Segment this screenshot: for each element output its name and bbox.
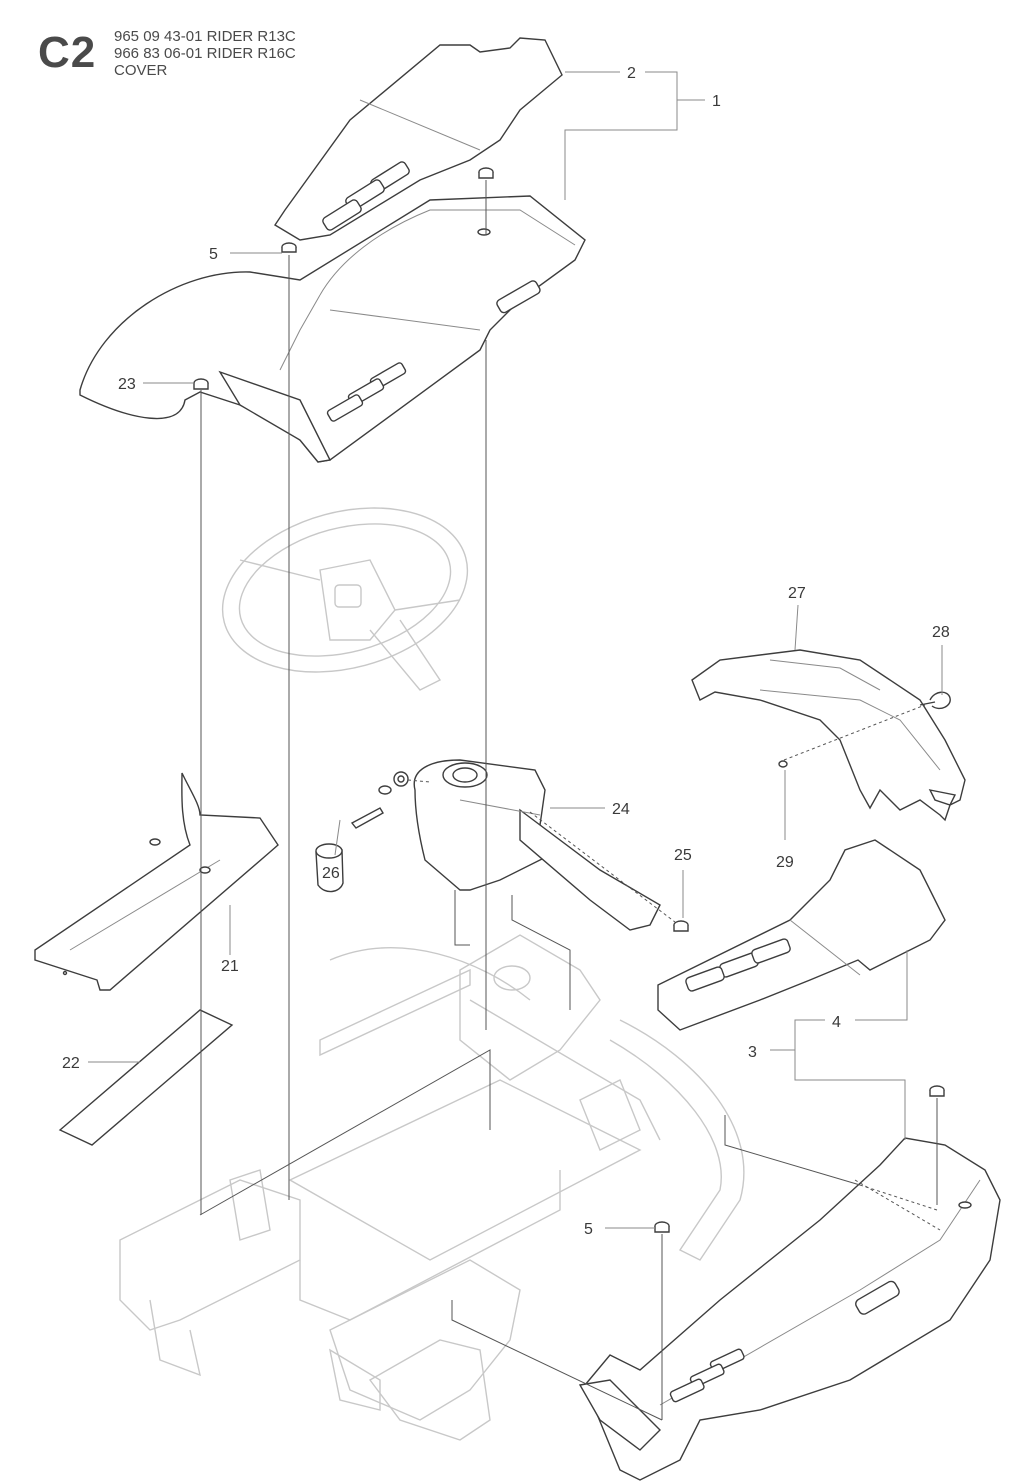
callout-27: 27 [788, 585, 806, 602]
small-bolt-near-26 [350, 785, 392, 829]
callout-4: 4 [832, 1014, 841, 1031]
callout-2: 2 [627, 65, 636, 82]
callout-24: 24 [612, 801, 630, 818]
callout-1: 1 [712, 93, 721, 110]
part-27-rear-cover [691, 649, 966, 822]
callout-22: 22 [62, 1055, 80, 1072]
part-4-mat [657, 839, 946, 1031]
callout-21: 21 [221, 958, 239, 975]
callout-28: 28 [932, 624, 950, 641]
callout-5-top: 5 [209, 246, 218, 263]
screw-5-bottom [654, 1221, 670, 1233]
alignment-lines [199, 180, 941, 1421]
part-1-fender-cover [79, 195, 586, 463]
ghost-steering-wheel [221, 507, 469, 691]
callout-23: 23 [118, 376, 136, 393]
part-2-mat [274, 37, 563, 241]
part-21-side-plate [34, 772, 279, 991]
section-code: C2 [38, 28, 97, 77]
screw-23 [193, 378, 209, 390]
washer-29 [778, 760, 788, 768]
callout-25: 25 [674, 847, 692, 864]
assembly-title: COVER [114, 62, 168, 79]
model-line-1: 965 09 43-01 RIDER R13C [114, 28, 296, 45]
callout-26: 26 [322, 865, 340, 882]
callout-29: 29 [776, 854, 794, 871]
screw-bottom-right [929, 1085, 945, 1097]
part-3-fender-cover [578, 1137, 1001, 1481]
part-24-column-cover [413, 759, 661, 931]
callout-5-bottom: 5 [584, 1221, 593, 1238]
part-22-strip [58, 1009, 234, 1146]
leader-lines [88, 71, 943, 1229]
part-25-screw [673, 920, 689, 932]
model-line-2: 966 83 06-01 RIDER R16C [114, 45, 296, 62]
callout-3: 3 [748, 1044, 757, 1061]
part-28-clip [919, 691, 951, 710]
screw-top-right [478, 167, 494, 179]
ghost-frame [119, 934, 745, 1441]
screw-5-top [281, 242, 297, 253]
callout-labels: 2 1 5 23 27 28 24 25 29 26 21 4 3 22 5 [62, 65, 950, 1238]
grommet-near-24 [393, 771, 409, 787]
